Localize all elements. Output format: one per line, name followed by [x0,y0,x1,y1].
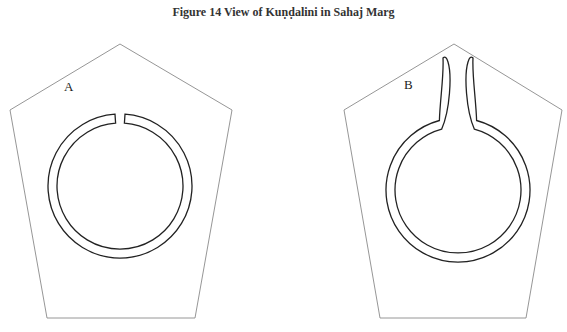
pentagon-outline [8,42,234,320]
pentagon-line [10,44,232,318]
pentagon-frame: A [8,42,234,320]
pentagon-outline [342,42,564,320]
pentagon-frame: B [342,42,564,320]
rising-ring [386,57,530,262]
figure-letter: B [404,78,413,91]
figure-title: Figure 14 View of Kuṇḍalini in Sahaj Mar… [0,5,567,20]
figure-letter: A [64,80,73,93]
coiled-ring [48,114,192,258]
pentagon-line [344,44,562,318]
